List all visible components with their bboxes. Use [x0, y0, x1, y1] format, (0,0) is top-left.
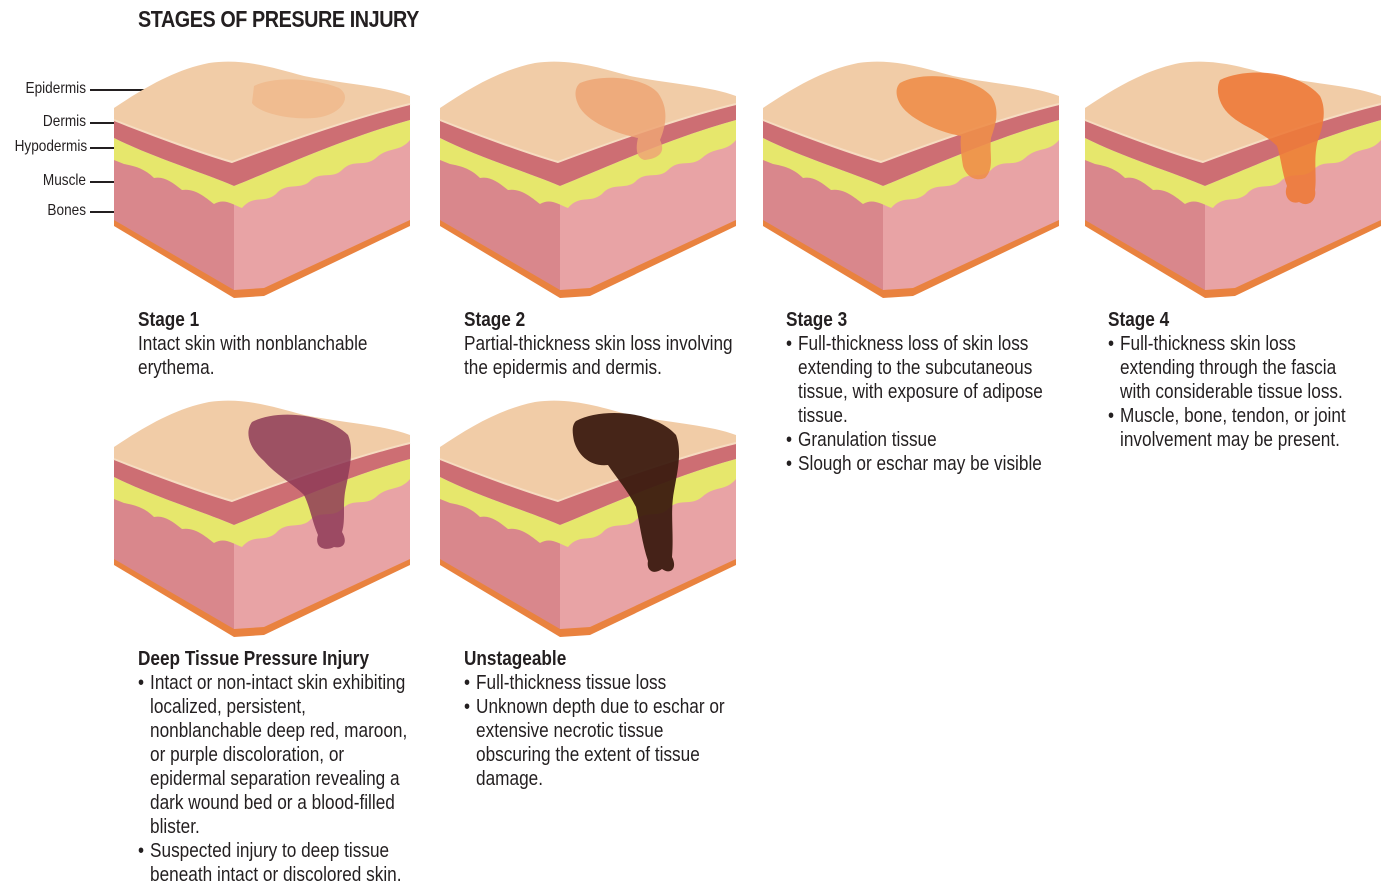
caption-stage-4: Stage 4 Full-thickness skin loss extendi… — [1108, 308, 1366, 452]
leader-line-bones — [90, 211, 116, 213]
layer-label-bones: Bones — [15, 202, 86, 220]
bullet-list: Full-thickness tissue loss Unknown depth… — [464, 671, 731, 791]
bullet-list: Intact or non-intact skin exhibiting loc… — [138, 671, 415, 887]
bullet-item: Slough or eschar may be visible — [786, 452, 1053, 476]
leader-line-dermis — [90, 122, 116, 124]
stage-heading: Stage 2 — [464, 308, 756, 332]
bullet-item: Intact or non-intact skin exhibiting loc… — [138, 671, 415, 839]
stage-description: Intact skin with nonblanchable erythema. — [138, 332, 396, 380]
leader-line-hypodermis — [90, 147, 116, 149]
caption-deep-tissue: Deep Tissue Pressure Injury Intact or no… — [138, 647, 415, 887]
skin-block-stage-2 — [440, 58, 740, 298]
skin-block-stage-4 — [1085, 58, 1384, 298]
caption-unstageable: Unstageable Full-thickness tissue loss U… — [464, 647, 731, 791]
stage-heading: Unstageable — [464, 647, 731, 671]
bullet-list: Full-thickness skin loss extending throu… — [1108, 332, 1366, 452]
bullet-item: Unknown depth due to eschar or extensive… — [464, 695, 731, 791]
bullet-item: Full-thickness skin loss extending throu… — [1108, 332, 1366, 404]
bullet-item: Granulation tissue — [786, 428, 1053, 452]
skin-block-stage-3 — [763, 58, 1063, 298]
skin-block-unstageable — [440, 397, 740, 637]
layer-label-epidermis: Epidermis — [15, 80, 86, 98]
stage-heading: Stage 4 — [1108, 308, 1366, 332]
caption-stage-2: Stage 2 Partial-thickness skin loss invo… — [464, 308, 756, 380]
stage-heading: Stage 1 — [138, 308, 396, 332]
layer-label-hypodermis: Hypodermis — [15, 138, 86, 156]
bullet-item: Muscle, bone, tendon, or joint involveme… — [1108, 404, 1366, 452]
stage-heading: Deep Tissue Pressure Injury — [138, 647, 415, 671]
caption-stage-1: Stage 1 Intact skin with nonblanchable e… — [138, 308, 396, 380]
bullet-item: Full-thickness tissue loss — [464, 671, 731, 695]
bullet-item: Suspected injury to deep tissue beneath … — [138, 839, 415, 887]
stage-description: Partial-thickness skin loss involving th… — [464, 332, 756, 380]
skin-block-stage-1 — [114, 58, 414, 298]
diagram-title: STAGES OF PRESURE INJURY — [138, 6, 419, 33]
bullet-item: Full-thickness loss of skin loss extendi… — [786, 332, 1053, 428]
bullet-list: Full-thickness loss of skin loss extendi… — [786, 332, 1053, 476]
skin-block-deep-tissue — [114, 397, 414, 637]
layer-label-muscle: Muscle — [15, 172, 86, 190]
leader-line-muscle — [90, 181, 116, 183]
stage-heading: Stage 3 — [786, 308, 1053, 332]
layer-label-dermis: Dermis — [15, 113, 86, 131]
caption-stage-3: Stage 3 Full-thickness loss of skin loss… — [786, 308, 1053, 476]
